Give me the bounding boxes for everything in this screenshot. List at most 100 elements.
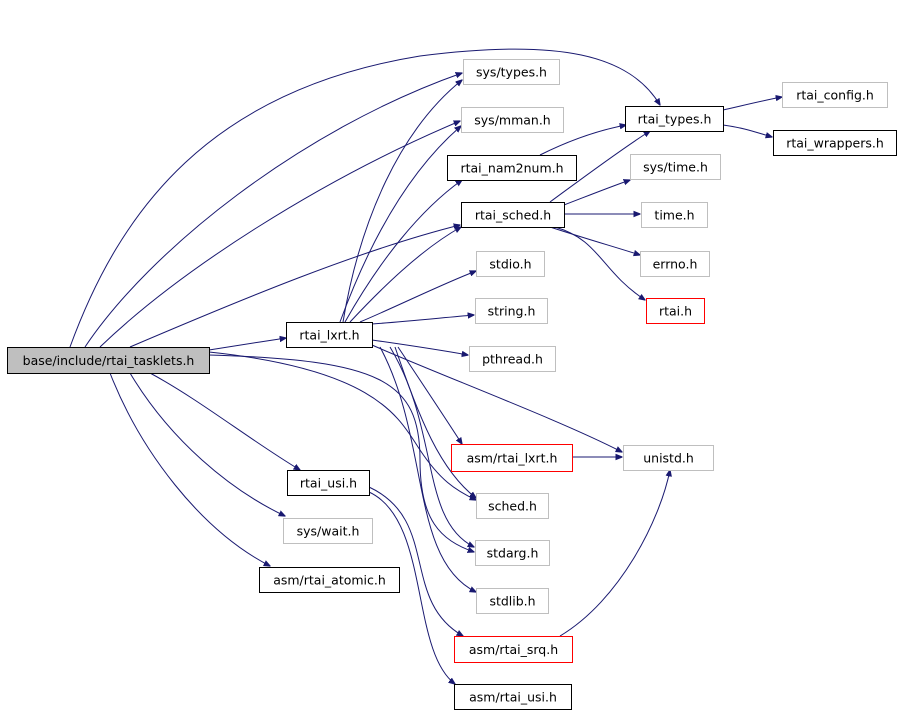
node-string[interactable]: string.h xyxy=(475,298,548,324)
edge-rtai-lxrt-to-asm-rtai-lxrt xyxy=(397,346,462,444)
edge-rtai-usi-to-asm-rtai-srq xyxy=(368,486,463,636)
node-box xyxy=(287,470,370,496)
node-label: sched.h xyxy=(488,499,537,514)
node-box xyxy=(286,322,373,348)
node-errno[interactable]: errno.h xyxy=(640,251,710,277)
edge-rtai-tasklets-to-asm-rtai-atomic xyxy=(109,372,270,566)
node-asm-rtai-srq[interactable]: asm/rtai_srq.h xyxy=(454,636,573,663)
edge-rtai-tasklets-to-rtai-sched xyxy=(129,225,460,348)
node-box xyxy=(623,445,714,471)
edge-rtai-sched-to-errno xyxy=(549,226,640,255)
node-box xyxy=(447,155,577,181)
node-label: pthread.h xyxy=(482,352,543,367)
node-sys-types[interactable]: sys/types.h xyxy=(463,59,560,85)
edge-rtai-lxrt-to-sched xyxy=(394,346,476,498)
node-box xyxy=(7,347,210,374)
node-box xyxy=(463,59,560,85)
edge-rtai-lxrt-to-stdio xyxy=(359,271,476,323)
node-asm-rtai-atomic[interactable]: asm/rtai_atomic.h xyxy=(259,567,400,593)
edge-asm-rtai-srq-to-unistd xyxy=(559,470,670,637)
node-box xyxy=(773,130,897,156)
node-asm-rtai-lxrt[interactable]: asm/rtai_lxrt.h xyxy=(451,444,573,472)
edge-rtai-tasklets-to-sched xyxy=(208,351,476,500)
node-label: sys/time.h xyxy=(643,160,708,175)
edge-rtai-lxrt-to-string xyxy=(371,315,474,325)
node-box xyxy=(476,493,549,519)
edge-rtai-lxrt-to-unistd xyxy=(371,344,622,452)
node-label: rtai.h xyxy=(659,304,692,319)
node-rtai-lxrt[interactable]: rtai_lxrt.h xyxy=(286,322,373,348)
node-pthread[interactable]: pthread.h xyxy=(469,346,556,372)
node-label: sys/types.h xyxy=(476,65,547,80)
node-label: unistd.h xyxy=(643,451,694,466)
edge-rtai-lxrt-to-sys-mman xyxy=(339,126,461,323)
node-sys-time[interactable]: sys/time.h xyxy=(630,154,721,180)
node-rtai-config[interactable]: rtai_config.h xyxy=(782,82,888,108)
node-stdarg[interactable]: stdarg.h xyxy=(475,540,550,566)
node-label: base/include/rtai_tasklets.h xyxy=(23,353,195,368)
node-label: asm/rtai_usi.h xyxy=(469,690,557,705)
node-box xyxy=(461,107,564,133)
node-label: string.h xyxy=(488,304,536,319)
edge-rtai-lxrt-to-stdarg xyxy=(389,346,474,547)
node-box xyxy=(454,636,573,663)
edge-rtai-tasklets-to-sys-mman xyxy=(99,121,460,348)
node-label: rtai_wrappers.h xyxy=(786,136,884,151)
node-sys-wait[interactable]: sys/wait.h xyxy=(283,518,373,544)
edge-rtai-tasklets-to-sys-wait xyxy=(129,372,285,516)
node-box xyxy=(469,346,556,372)
edge-rtai-nam2num-to-rtai-types xyxy=(539,125,626,156)
node-unistd[interactable]: unistd.h xyxy=(623,445,714,471)
node-box xyxy=(630,154,721,180)
node-label: stdarg.h xyxy=(487,546,539,561)
edge-rtai-tasklets-to-rtai-usi xyxy=(149,372,300,470)
node-time[interactable]: time.h xyxy=(641,202,708,228)
node-rtai-types[interactable]: rtai_types.h xyxy=(625,106,724,132)
node-rtai-usi[interactable]: rtai_usi.h xyxy=(287,470,370,496)
node-label: rtai_nam2num.h xyxy=(460,161,563,176)
edge-rtai-types-to-rtai-config xyxy=(722,97,782,111)
node-stdlib[interactable]: stdlib.h xyxy=(476,588,549,614)
node-box xyxy=(625,106,724,132)
node-box xyxy=(476,588,549,614)
node-label: rtai_lxrt.h xyxy=(299,328,359,343)
node-box xyxy=(476,251,545,277)
edge-rtai-tasklets-to-stdarg xyxy=(208,354,474,552)
node-box xyxy=(451,444,573,472)
edge-rtai-sched-to-sys-time xyxy=(563,180,630,206)
edge-rtai-usi-to-asm-rtai-usi xyxy=(368,491,455,684)
node-box xyxy=(461,202,565,228)
node-label: stdlib.h xyxy=(489,594,535,609)
node-rtai-nam2num[interactable]: rtai_nam2num.h xyxy=(447,155,577,181)
node-box xyxy=(641,202,708,228)
node-box xyxy=(475,540,550,566)
node-asm-rtai-usi[interactable]: asm/rtai_usi.h xyxy=(454,684,572,710)
node-label: rtai_types.h xyxy=(638,112,712,127)
edge-rtai-lxrt-to-stdlib xyxy=(379,346,476,592)
node-label: stdio.h xyxy=(489,257,531,272)
node-rtai-wrappers[interactable]: rtai_wrappers.h xyxy=(773,130,897,156)
node-box xyxy=(640,251,710,277)
node-label: time.h xyxy=(654,208,694,223)
node-label: errno.h xyxy=(653,257,698,272)
node-stdio[interactable]: stdio.h xyxy=(476,251,545,277)
node-box xyxy=(782,82,888,108)
edge-rtai-tasklets-to-rtai-lxrt xyxy=(208,338,286,351)
edge-rtai-types-to-rtai-wrappers xyxy=(722,124,772,137)
edge-rtai-lxrt-to-rtai-nam2num xyxy=(344,180,462,323)
node-label: asm/rtai_srq.h xyxy=(469,642,558,657)
node-box xyxy=(283,518,373,544)
node-box xyxy=(646,298,705,324)
node-rtai[interactable]: rtai.h xyxy=(646,298,705,324)
node-sched[interactable]: sched.h xyxy=(476,493,549,519)
node-rtai-tasklets[interactable]: base/include/rtai_tasklets.h xyxy=(7,347,210,374)
node-label: rtai_config.h xyxy=(796,88,874,103)
edge-rtai-lxrt-to-pthread xyxy=(371,339,468,355)
node-rtai-sched[interactable]: rtai_sched.h xyxy=(461,202,565,228)
edge-rtai-lxrt-to-rtai-sched xyxy=(349,227,461,323)
node-box xyxy=(454,684,572,710)
edge-rtai-sched-to-rtai xyxy=(554,226,645,300)
node-sys-mman[interactable]: sys/mman.h xyxy=(461,107,564,133)
nodes-layer: base/include/rtai_tasklets.h sys/types.h s… xyxy=(7,59,897,710)
node-label: sys/wait.h xyxy=(297,524,360,539)
